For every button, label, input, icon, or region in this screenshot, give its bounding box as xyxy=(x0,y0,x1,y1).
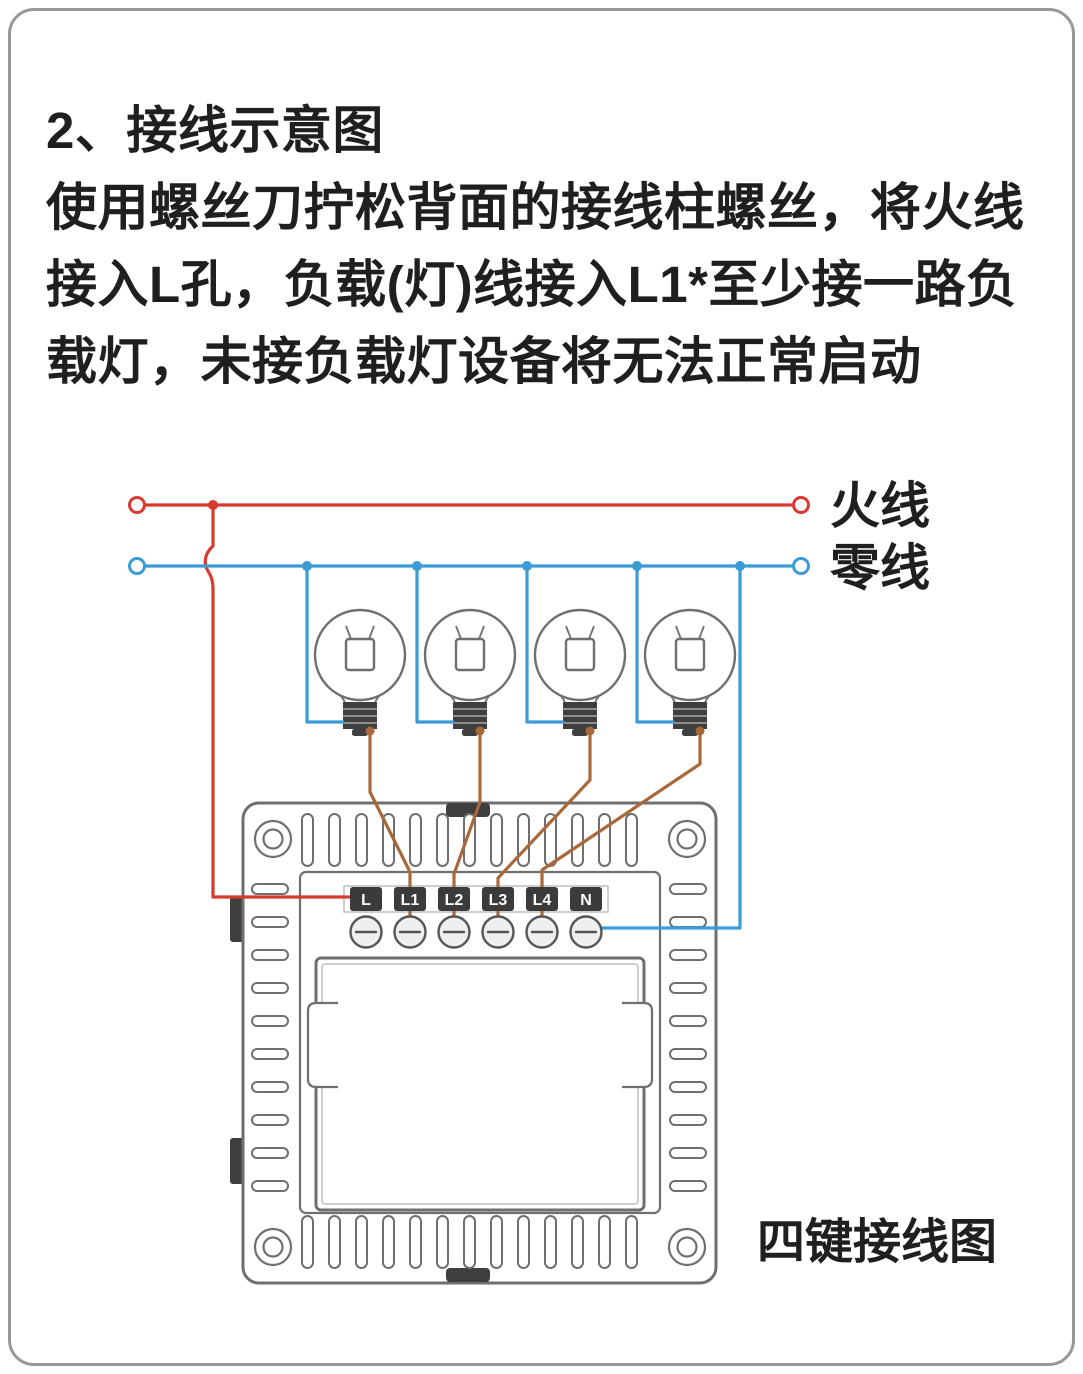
terminal-label-L3: L3 xyxy=(489,892,508,909)
neutral-bus-end-right xyxy=(792,557,810,575)
terminal-N: N xyxy=(569,887,603,949)
light-bulbs xyxy=(313,608,737,738)
terminal-L: L xyxy=(349,887,383,949)
terminal-label-L: L xyxy=(361,892,371,909)
section-title: 2、接线示意图 xyxy=(46,102,384,159)
instruction-line-1: 使用螺丝刀拧松背面的接线柱螺丝，将火线 xyxy=(46,179,1025,236)
live-wire-drop xyxy=(203,503,364,899)
live-bus-end-left xyxy=(128,496,146,514)
switch-back-panel xyxy=(230,801,718,1285)
terminal-L4: L4 xyxy=(525,887,559,949)
terminal-L1: L1 xyxy=(393,887,427,949)
neutral-wire-label: 零线 xyxy=(830,540,930,596)
light-bulb-1 xyxy=(313,608,407,738)
terminal-label-L1: L1 xyxy=(401,892,420,909)
live-wire-label: 火线 xyxy=(830,478,930,534)
neutral-bus xyxy=(128,557,810,575)
live-bus xyxy=(128,496,810,514)
light-bulb-3 xyxy=(533,608,627,738)
terminal-label-N: N xyxy=(580,892,592,909)
neutral-bus-end-left xyxy=(128,557,146,575)
terminal-L2: L2 xyxy=(437,887,471,949)
instruction-line-2: 接入L孔，负载(灯)线接入L1*至少接一路负 xyxy=(46,256,1018,313)
instruction-line-3: 载灯，未接负载灯设备将无法正常启动 xyxy=(46,333,922,390)
light-bulb-4 xyxy=(643,608,737,738)
terminal-L3: L3 xyxy=(481,887,515,949)
live-junction-dot xyxy=(208,500,218,510)
terminal-label-L2: L2 xyxy=(445,892,464,909)
terminal-block: L L1 L2 L3 xyxy=(349,887,603,949)
instruction-block: 2、接线示意图 使用螺丝刀拧松背面的接线柱螺丝，将火线 接入L孔，负载(灯)线接… xyxy=(46,92,1036,400)
bottom-clip xyxy=(446,1268,490,1282)
panel-inner-frame xyxy=(298,870,662,1215)
latch-bracket-left xyxy=(306,1001,338,1089)
neutral-branch-wires xyxy=(305,564,742,930)
diagram-caption: 四键接线图 xyxy=(757,1216,997,1269)
live-bus-end-right xyxy=(792,496,810,514)
terminal-strip xyxy=(343,885,609,913)
module-recess xyxy=(314,956,646,1212)
mounting-screws xyxy=(253,819,707,1267)
terminal-label-L4: L4 xyxy=(533,892,552,909)
latch-bracket-right xyxy=(622,1001,654,1089)
neutral-to-N-terminal xyxy=(590,564,742,930)
light-bulb-2 xyxy=(423,608,517,738)
